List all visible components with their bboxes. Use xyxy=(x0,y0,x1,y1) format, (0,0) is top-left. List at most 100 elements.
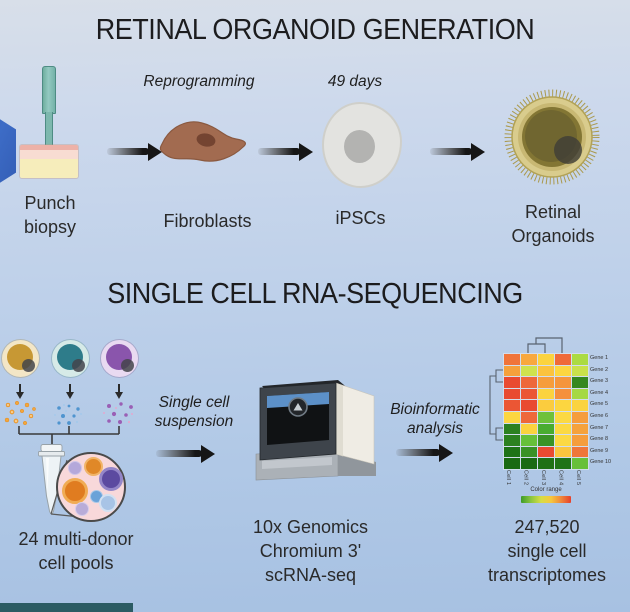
heatmap-cell-r4-c3 xyxy=(538,388,554,400)
gene-row-label: Gene 5 xyxy=(590,401,609,408)
punch-biopsy-label: Punch biopsy xyxy=(23,193,77,237)
heatmap-cell-r2-c2 xyxy=(521,365,537,377)
retinal-organoids-label: Retinal Organoids xyxy=(511,202,595,246)
cell-orange-small xyxy=(84,457,103,476)
color-range-label: Color range xyxy=(530,487,562,493)
days-note: 49 days xyxy=(327,73,383,90)
gene-row-label: Gene 4 xyxy=(590,389,609,396)
bioinformatic-note: Bioinformatic analysis xyxy=(390,401,480,438)
heatmap-cell-r7-c2 xyxy=(521,423,537,435)
cell-orange-large xyxy=(62,478,88,504)
section-title-scrna-seq: SINGLE CELL RNA-SEQUENCING xyxy=(107,278,523,310)
heatmap-cell-r5-c1 xyxy=(504,400,520,411)
heatmap-cell-r8-c2 xyxy=(521,435,537,446)
heatmap-cell-r9-c5 xyxy=(572,446,588,458)
cell-cluster-purple-icon xyxy=(103,402,133,424)
arrow-right-icon xyxy=(258,148,300,155)
heatmap-cell-r1-c4 xyxy=(555,354,571,365)
heatmap-cell-r10-c2 xyxy=(521,458,537,469)
heatmap-cell-r5-c4 xyxy=(555,400,571,411)
cell-cluster-orange-icon xyxy=(4,400,36,426)
heatmap-cell-r6-c5 xyxy=(572,411,588,423)
heatmap-cell-r1-c2 xyxy=(521,354,537,365)
heatmap-cell-r8-c1 xyxy=(504,435,520,446)
heatmap-cell-r9-c4 xyxy=(555,446,571,458)
heatmap-cell-r7-c4 xyxy=(555,423,571,435)
retinal-organoid-icon xyxy=(504,89,600,185)
heatmap-cell-r2-c5 xyxy=(572,365,588,377)
pooling-bracket-icon xyxy=(18,426,120,453)
machine-label: 10x Genomics Chromium 3' scRNA-seq xyxy=(252,517,369,585)
hexagon-icon xyxy=(0,106,16,196)
arrow-right-icon xyxy=(156,450,202,457)
section-title-organoid-generation: RETINAL ORGANOID GENERATION xyxy=(95,14,535,46)
cell-col-label: Cell 3 xyxy=(540,470,546,486)
cell-col-label: Cell 4 xyxy=(557,470,564,486)
heatmap-cell-r7-c3 xyxy=(538,423,554,435)
cell-pools-label: 24 multi-donor cell pools xyxy=(18,529,134,573)
heatmap-col-labels: Cell 1 Cell 2 Cell 3 Cell 4 Cell 5 xyxy=(505,470,581,492)
color-range-gradient xyxy=(521,496,571,503)
arrow-down-icon xyxy=(19,384,21,393)
heatmap-cell-r5-c3 xyxy=(538,400,554,411)
heatmap-cell-r2-c4 xyxy=(555,365,571,377)
heatmap-cell-r6-c3 xyxy=(538,411,554,423)
heatmap-cell-r5-c5 xyxy=(572,400,588,411)
organoid-pool-orange-icon xyxy=(2,340,39,377)
heatmap-cell-r10-c3 xyxy=(538,458,554,469)
organoid-pool-purple-icon xyxy=(101,340,138,377)
arrow-right-icon xyxy=(107,148,149,155)
heatmap-cell-r8-c5 xyxy=(572,435,588,446)
gene-row-label: Gene 7 xyxy=(590,424,609,431)
arrow-down-icon xyxy=(118,384,120,393)
gene-row-label: Gene 6 xyxy=(590,412,609,419)
row-dendrogram-icon xyxy=(489,369,503,441)
heatmap-cell-r3-c1 xyxy=(504,377,520,388)
heatmap-cell-r8-c3 xyxy=(538,435,554,446)
heatmap-cell-r1-c1 xyxy=(504,354,520,365)
heatmap-cell-r10-c4 xyxy=(555,458,571,469)
heatmap-cell-r4-c5 xyxy=(572,388,588,400)
cell-col-label: Cell 1 xyxy=(505,470,511,486)
heatmap-cell-r2-c3 xyxy=(538,365,554,377)
heatmap-cell-r1-c5 xyxy=(572,354,588,365)
bottom-teal-bar xyxy=(0,603,133,612)
skin-biopsy-icon xyxy=(20,145,78,178)
heatmap-cell-r4-c2 xyxy=(521,388,537,400)
arrow-right-icon xyxy=(396,449,440,456)
ipscs-label: iPSCs xyxy=(335,208,386,228)
arrow-down-icon xyxy=(69,384,71,393)
transcriptomes-label: 247,520 single cell transcriptomes xyxy=(487,517,607,585)
heatmap-cell-r6-c2 xyxy=(521,411,537,423)
heatmap-cell-r7-c5 xyxy=(572,423,588,435)
heatmap-cell-r7-c1 xyxy=(504,423,520,435)
arrow-right-icon xyxy=(430,148,472,155)
gene-row-label: Gene 9 xyxy=(590,447,609,454)
magnified-cell-pool-icon xyxy=(56,452,126,522)
heatmap-grid xyxy=(503,353,589,470)
chromium-instrument-icon xyxy=(255,380,376,481)
heatmap-cell-r3-c3 xyxy=(538,377,554,388)
heatmap-cell-r5-c2 xyxy=(521,400,537,411)
cell-col-label: Cell 5 xyxy=(575,470,581,486)
column-dendrogram-icon xyxy=(527,337,563,353)
gene-row-label: Gene 3 xyxy=(590,378,609,385)
cell-lavender-bottom xyxy=(75,502,89,516)
heatmap-cell-r9-c1 xyxy=(504,446,520,458)
heatmap-cell-r3-c5 xyxy=(572,377,588,388)
cell-blue-pale xyxy=(99,494,117,512)
heatmap-cell-r4-c1 xyxy=(504,388,520,400)
cell-cluster-blue-icon xyxy=(54,404,82,425)
ipsc-icon xyxy=(322,102,402,188)
cell-purple-large xyxy=(99,467,123,491)
heatmap-cell-r10-c1 xyxy=(504,458,520,469)
heatmap-cell-r9-c3 xyxy=(538,446,554,458)
heatmap-cell-r9-c2 xyxy=(521,446,537,458)
heatmap-cell-r8-c4 xyxy=(555,435,571,446)
punch-tool-handle-icon xyxy=(42,66,56,114)
heatmap-cell-r2-c1 xyxy=(504,365,520,377)
cell-col-label: Cell 2 xyxy=(522,470,529,486)
heatmap-cell-r1-c3 xyxy=(538,354,554,365)
heatmap-cell-r6-c1 xyxy=(504,411,520,423)
